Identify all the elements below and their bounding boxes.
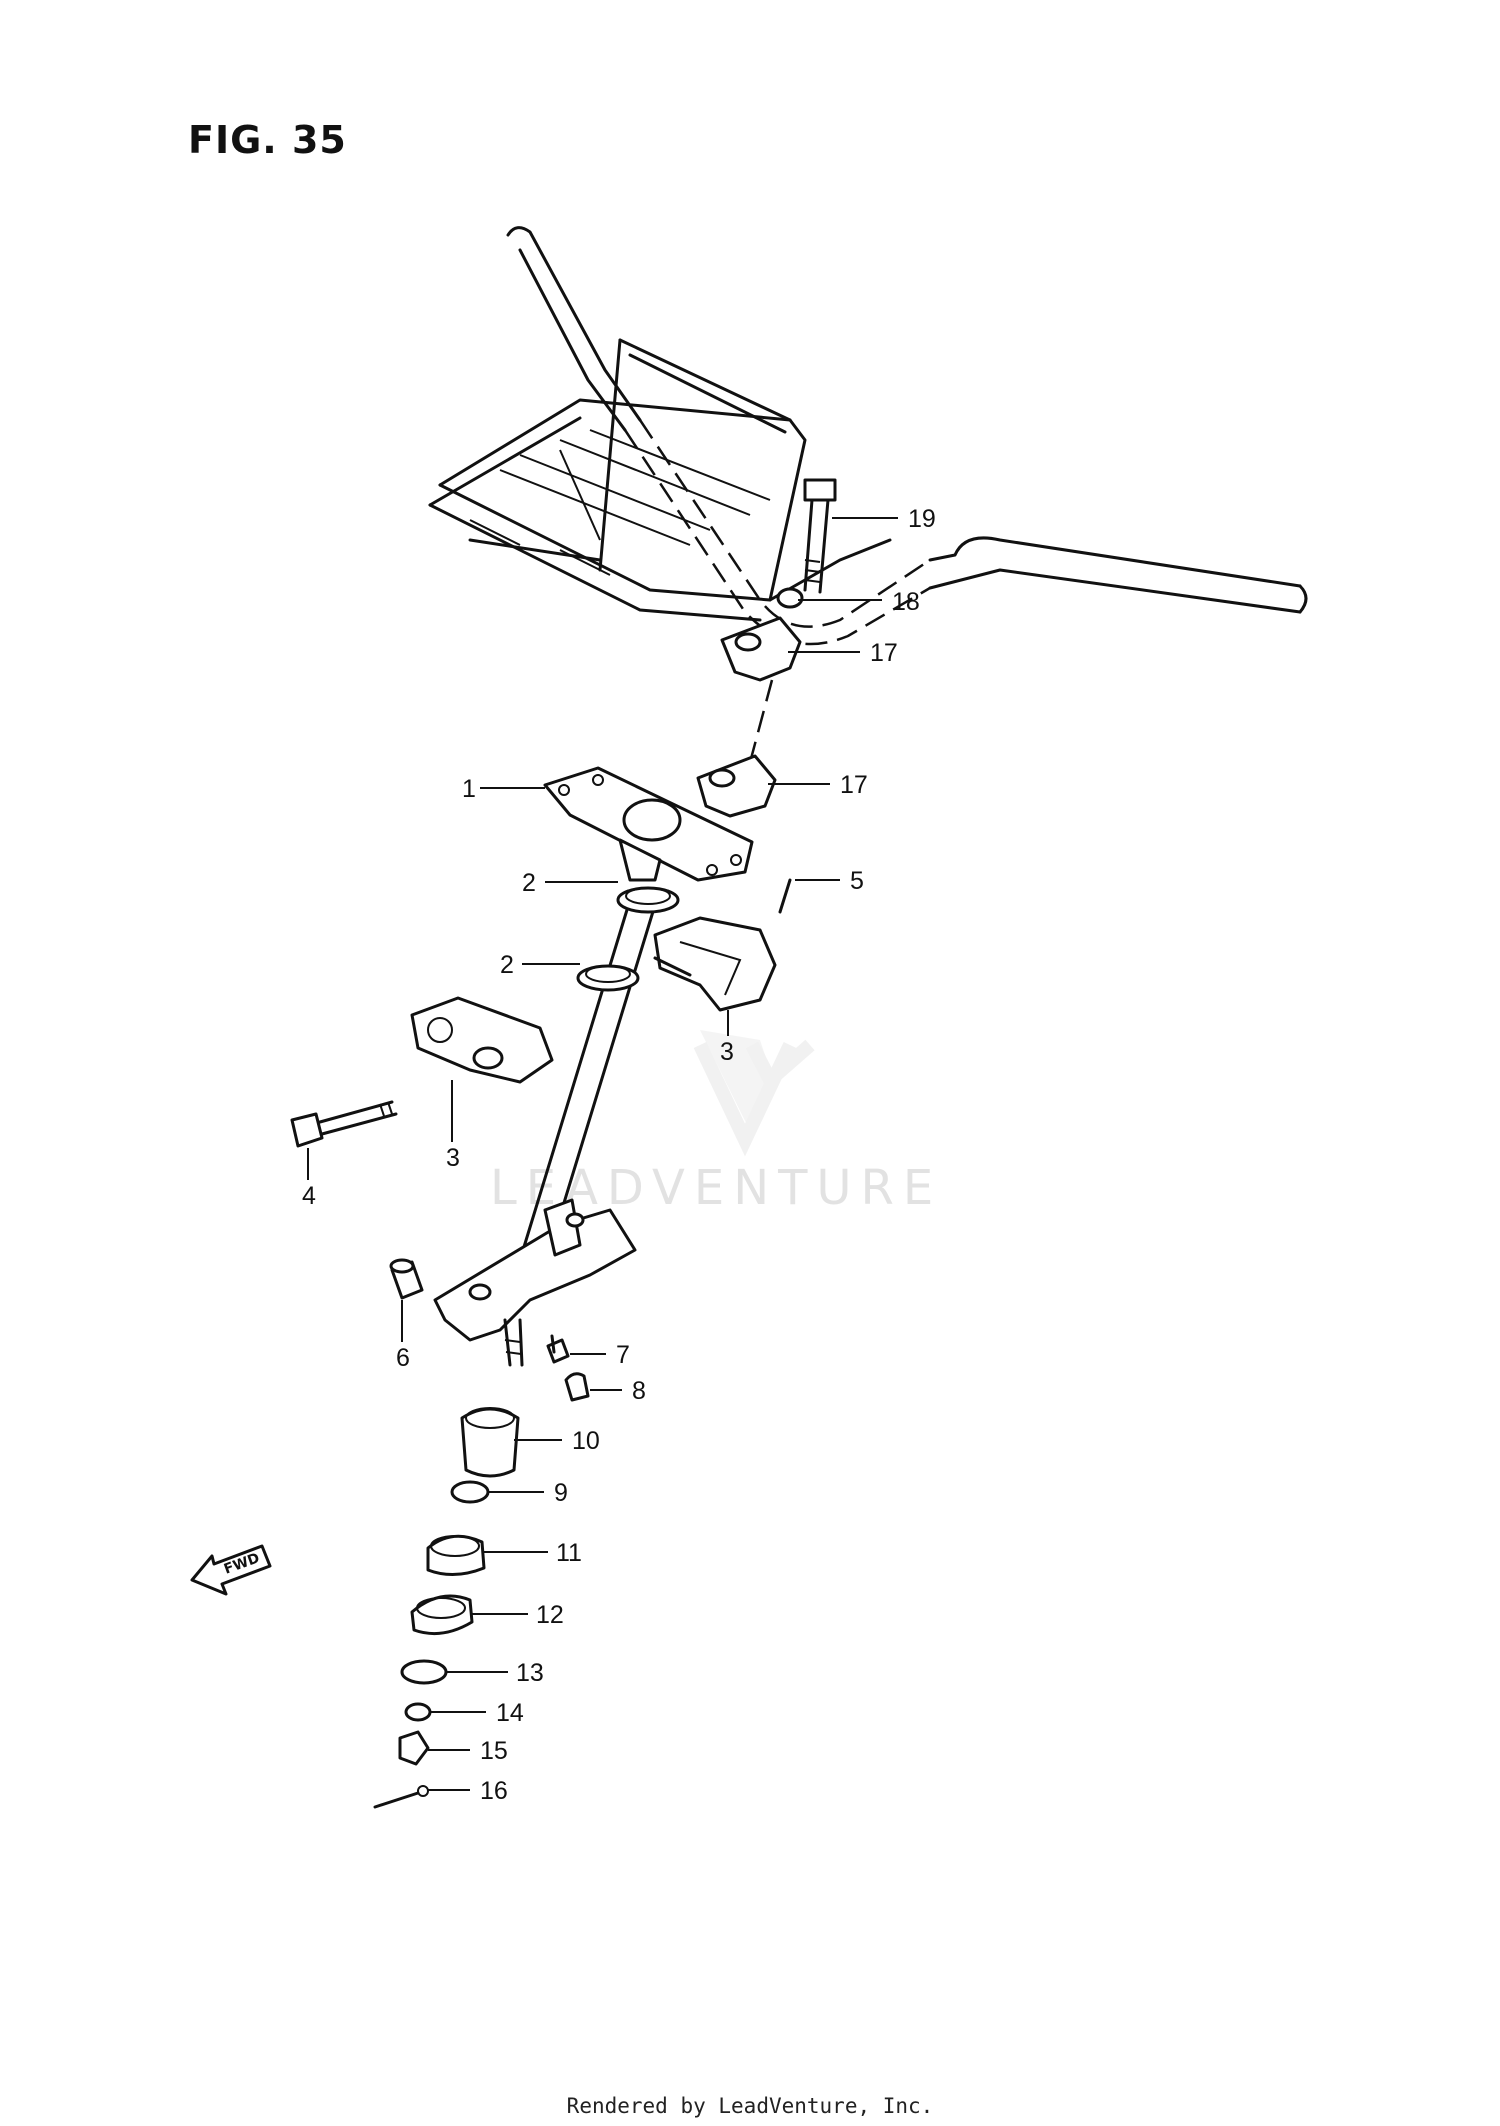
callout-5: 5 — [850, 867, 864, 895]
assembly-line — [746, 679, 774, 771]
washer-14 — [404, 1702, 432, 1722]
cap-8 — [564, 1372, 590, 1402]
callout-15: 15 — [480, 1737, 508, 1765]
cotter-pin-16 — [373, 1785, 429, 1809]
watermark-logo — [693, 1030, 815, 1157]
shaft-holder-3-right — [653, 916, 777, 1012]
callout-6: 6 — [396, 1344, 410, 1372]
callout-14: 14 — [496, 1699, 524, 1727]
footer-credit: Rendered by LeadVenture, Inc. — [566, 2094, 934, 2118]
figure-title: FIG. 35 — [188, 118, 347, 162]
callout-1: 1 — [462, 775, 476, 803]
washer-13 — [400, 1659, 448, 1685]
bushing-10 — [460, 1407, 520, 1478]
bushing-2-lower — [576, 964, 640, 992]
seal-11 — [426, 1534, 486, 1576]
cotter-pin-5 — [778, 878, 792, 914]
bearing-12 — [410, 1594, 474, 1636]
callout-8: 8 — [632, 1377, 646, 1405]
forward-arrow-icon: FWD — [190, 1544, 272, 1596]
upper-bracket-1 — [543, 766, 754, 882]
callout-10: 10 — [572, 1427, 600, 1455]
callout-18: 18 — [892, 588, 920, 616]
lower-bracket — [433, 1198, 637, 1367]
callout-12: 12 — [536, 1601, 564, 1629]
callout-3-right: 3 — [720, 1038, 734, 1066]
callout-19: 19 — [908, 505, 936, 533]
callout-13: 13 — [516, 1659, 544, 1687]
callout-16: 16 — [480, 1777, 508, 1805]
callout-2-lower: 2 — [500, 951, 514, 979]
bushing-2-upper — [616, 886, 680, 914]
clamp-17-upper — [720, 616, 802, 682]
luggage-rack — [428, 338, 892, 622]
damper-6 — [389, 1258, 424, 1300]
callout-17-upper: 17 — [870, 639, 898, 667]
callout-11: 11 — [556, 1539, 582, 1567]
callout-17-lower: 17 — [840, 771, 868, 799]
leader-lines — [307, 517, 898, 1791]
callout-2-upper: 2 — [522, 869, 536, 897]
clamp-17-lower — [696, 754, 777, 818]
oring-9 — [450, 1480, 490, 1504]
callout-4: 4 — [302, 1182, 316, 1210]
bolt-4 — [290, 1100, 398, 1148]
shaft-holder-3-left — [410, 996, 554, 1084]
callout-7: 7 — [616, 1341, 630, 1369]
callout-9: 9 — [554, 1479, 568, 1507]
bolt-19 — [803, 478, 837, 594]
nut-18 — [776, 587, 804, 609]
nut-15 — [398, 1730, 430, 1766]
callout-3-left: 3 — [446, 1144, 460, 1172]
grease-nipple-7 — [546, 1334, 570, 1364]
handlebar — [506, 226, 1308, 646]
